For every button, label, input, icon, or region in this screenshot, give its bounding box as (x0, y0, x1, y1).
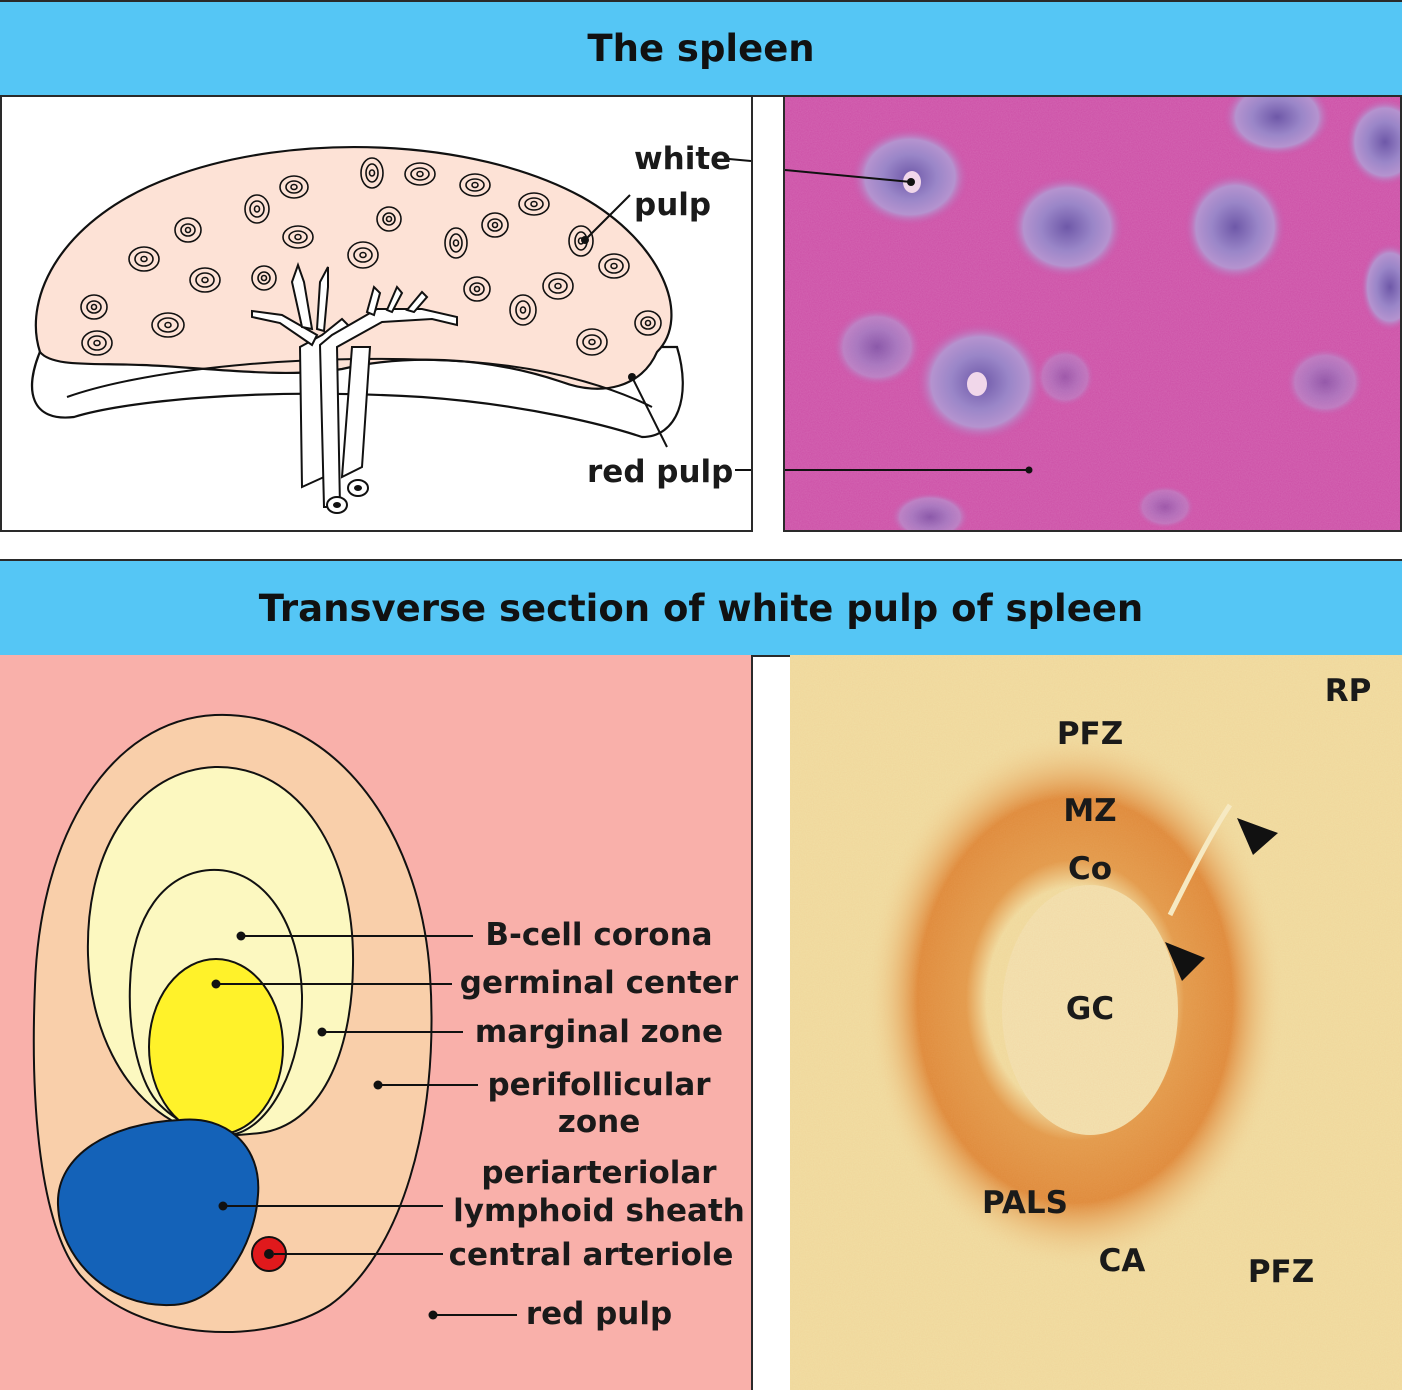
spleen-body (34, 145, 673, 390)
label-perifollicular-line2: zone (558, 1104, 640, 1140)
label-white-pulp-line2: pulp (634, 187, 711, 223)
label-b-cell-corona: B-cell corona (485, 917, 712, 953)
micrograph-follicles (832, 97, 1400, 530)
arrowhead-lower (1165, 942, 1205, 981)
white-pulp-schematic: B-cell corona germinal center marginal z… (32, 713, 745, 1333)
stained-micrograph-panel: RP PFZ MZ Co GC PALS CA PFZ (790, 655, 1402, 1390)
spleen-diagram-panel: white pulp red pulp (0, 95, 753, 532)
label-ca: CA (1099, 1243, 1146, 1279)
label-pals-line1: periarteriolar (481, 1155, 717, 1191)
spleen-title: The spleen (587, 27, 815, 70)
spleen-title-banner: The spleen (0, 0, 1402, 97)
label-red-pulp: red pulp (587, 454, 733, 490)
spleen-diagram: white pulp red pulp (30, 141, 751, 514)
label-gc: GC (1066, 991, 1114, 1027)
label-mz: MZ (1063, 793, 1116, 829)
white-pulp-title: Transverse section of white pulp of sple… (258, 586, 1144, 630)
splenic-vessels (251, 261, 458, 508)
label-pfz-bottom: PFZ (1248, 1254, 1314, 1290)
white-pulp-schematic-panel: B-cell corona germinal center marginal z… (0, 655, 753, 1390)
label-perifollicular-line1: perifollicular (487, 1067, 711, 1103)
label-germinal-center: germinal center (460, 965, 739, 1001)
label-red-pulp-section: red pulp (526, 1296, 672, 1332)
label-white-pulp-line1: white (634, 141, 731, 177)
white-pulp-title-banner: Transverse section of white pulp of sple… (0, 559, 1402, 657)
he-micrograph-panel (783, 95, 1402, 532)
label-central-arteriole: central arteriole (449, 1237, 734, 1273)
label-rp: RP (1325, 673, 1372, 709)
label-pals: PALS (982, 1185, 1068, 1221)
label-marginal-zone: marginal zone (475, 1014, 723, 1050)
white-pulp-follicles (80, 157, 662, 356)
label-co: Co (1068, 851, 1112, 887)
label-pfz-top: PFZ (1057, 716, 1123, 752)
periarteriolar-lymphoid-sheath (56, 1118, 260, 1307)
he-micrograph (785, 97, 1400, 530)
arrowhead-upper (1237, 818, 1278, 855)
stained-micrograph: RP PFZ MZ Co GC PALS CA PFZ (790, 655, 1402, 1390)
label-pals-line2: lymphoid sheath (453, 1193, 745, 1229)
